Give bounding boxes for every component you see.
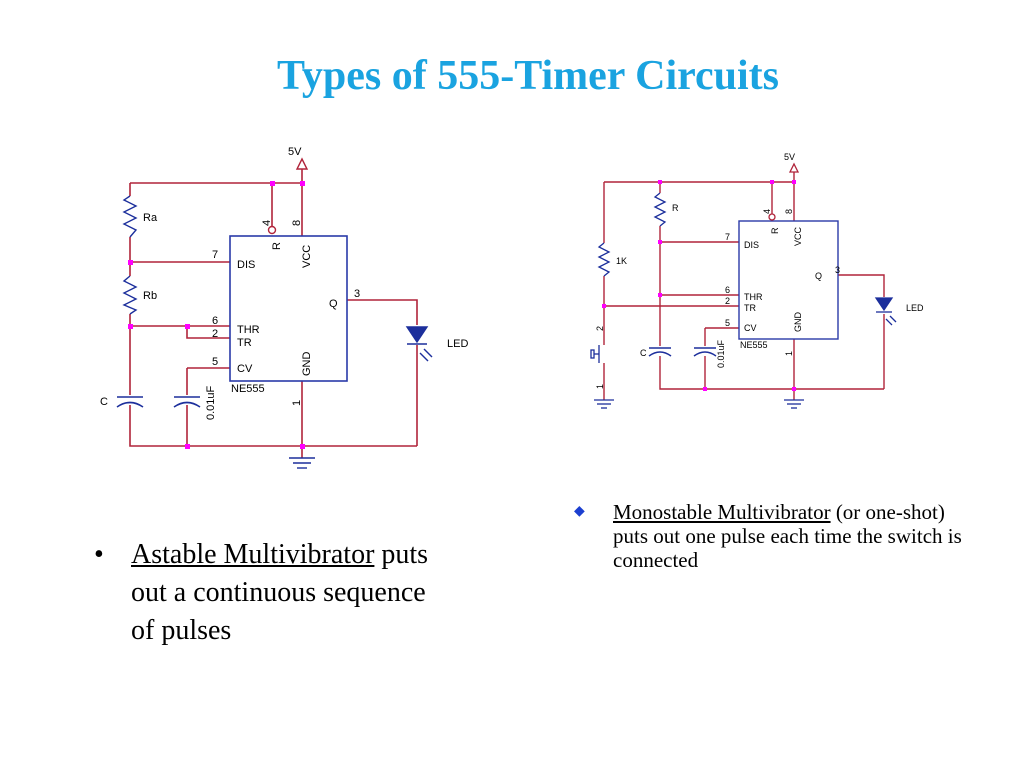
pin-name-cv-left: CV: [237, 363, 253, 375]
pin-name-tr-right: TR: [744, 303, 756, 313]
cap-cv-label-right: 0.01uF: [716, 339, 726, 368]
supply-label-left: 5V: [288, 146, 302, 158]
pin-name-vcc-right: VCC: [793, 226, 803, 246]
astable-wires: [129, 169, 418, 458]
supply-label-right: 5V: [784, 152, 795, 162]
monostable-description: (or one-shot) puts out one pulse each ti…: [613, 500, 962, 572]
led-label-left: LED: [447, 338, 468, 350]
ne555-chip-right: [738, 220, 839, 340]
supply-arrow-left: [295, 157, 309, 170]
monostable-wires: [603, 172, 885, 400]
1k-resistor: [597, 242, 611, 277]
pin-num-dis-left: 7: [212, 249, 218, 261]
bullet-marker-right: ◆: [574, 504, 585, 519]
led-left: [405, 326, 433, 362]
pin-name-thr-left: THR: [237, 324, 260, 336]
pin-num-cv-left: 5: [212, 356, 218, 368]
chip-name-right: NE555: [740, 340, 768, 350]
astable-capacitors: [116, 396, 201, 408]
ra-resistor: [122, 195, 138, 238]
pin-num-q-left: 3: [354, 288, 360, 300]
pin-num-reset-left: 4: [261, 220, 273, 226]
bullet-text-left: Astable Multivibrator puts out a continu…: [131, 536, 454, 650]
pin-name-reset-left: R: [271, 242, 283, 250]
pin-num-tr-left: 2: [212, 328, 218, 340]
pin-num-gnd-left: 1: [291, 400, 303, 406]
pin-num-reset-right: 4: [762, 209, 772, 214]
led-right: [874, 297, 897, 326]
bullet-monostable: ◆ Monostable Multivibrator (or one-shot)…: [574, 500, 974, 572]
pin-name-dis-right: DIS: [744, 240, 759, 250]
rb-resistor: [122, 275, 138, 315]
junctions-right: [602, 180, 796, 391]
ra-label: Ra: [143, 212, 158, 224]
ground-left: [289, 457, 315, 469]
c-timing-plate-bottom: [116, 401, 144, 408]
led-label-right: LED: [906, 303, 924, 313]
monostable-resistors: [597, 192, 667, 277]
pin-name-thr-right: THR: [744, 292, 763, 302]
switch-pin-bottom: 1: [595, 384, 605, 389]
pin-name-q-right: Q: [815, 271, 822, 281]
astable-term: Astable Multivibrator: [131, 539, 375, 570]
pin-name-tr-left: TR: [237, 337, 252, 349]
ground-right-chip: [784, 399, 804, 409]
r-label-right: R: [672, 203, 679, 213]
c-label-right: C: [640, 348, 647, 358]
chip-name-left: NE555: [231, 383, 265, 395]
reset-bubble-left: [267, 225, 277, 235]
push-switch: [590, 345, 600, 363]
reset-bubble-right: [768, 213, 776, 221]
junctions-left: [128, 181, 305, 449]
pin-name-reset-right: R: [770, 227, 780, 234]
pin-name-gnd-right: GND: [793, 312, 803, 333]
pin-num-vcc-left: 8: [291, 220, 303, 226]
pin-num-gnd-right: 1: [784, 351, 794, 356]
slide-title: Types of 555-Timer Circuits: [276, 53, 780, 99]
1k-label: 1K: [616, 256, 627, 266]
pin-num-thr-right: 6: [725, 285, 730, 295]
r-resistor: [653, 192, 667, 227]
pin-num-vcc-right: 8: [784, 209, 794, 214]
pin-name-q-left: Q: [329, 298, 338, 310]
c-label-left: C: [100, 396, 108, 408]
rb-label: Rb: [143, 290, 157, 302]
bullet-astable: • Astable Multivibrator puts out a conti…: [94, 536, 454, 650]
pin-num-thr-left: 6: [212, 315, 218, 327]
ne555-chip-left: [229, 235, 348, 382]
ground-right-switch: [594, 399, 614, 409]
monostable-circuit: 5V R 1K C 0.01uF NE555 LED 2 1 4 R 8 VCC…: [590, 152, 924, 409]
switch-pin-top: 2: [595, 326, 605, 331]
monostable-term: Monostable Multivibrator: [613, 500, 831, 524]
astable-circuit: 5V Ra Rb C 0.01uF NE555 LED 4 R 8 VCC 7 …: [100, 146, 468, 469]
astable-description: puts out a continuous sequence of pulses: [131, 539, 429, 646]
cap-cv-label-left: 0.01uF: [205, 385, 217, 420]
pin-name-vcc-left: VCC: [301, 245, 313, 268]
pin-num-q-right: 3: [835, 265, 840, 275]
pin-name-cv-right: CV: [744, 323, 757, 333]
pin-num-dis-right: 7: [725, 232, 730, 242]
bullet-text-right: Monostable Multivibrator (or one-shot) p…: [613, 500, 974, 572]
supply-arrow-right: [788, 162, 800, 173]
astable-resistors: [122, 195, 138, 315]
pin-num-cv-right: 5: [725, 318, 730, 328]
monostable-capacitors: [648, 347, 717, 357]
pin-num-tr-right: 2: [725, 296, 730, 306]
pin-name-dis-left: DIS: [237, 259, 255, 271]
c-cv-plate-bottom: [173, 401, 201, 408]
pin-name-gnd-left: GND: [301, 352, 313, 377]
bullet-marker-left: •: [94, 539, 104, 570]
